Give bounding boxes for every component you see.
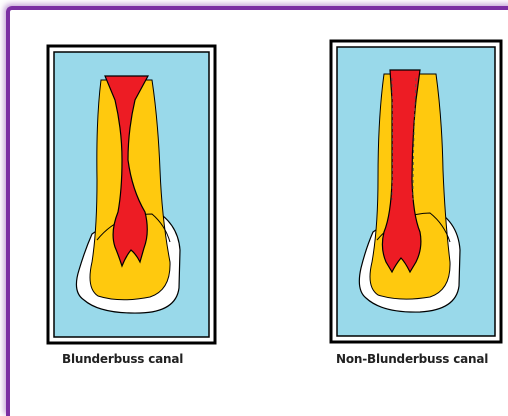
panel-blunderbuss	[48, 46, 215, 343]
panel-non-blunderbuss	[331, 41, 501, 342]
caption-blunderbuss: Blunderbuss canal	[62, 352, 183, 366]
caption-non-blunderbuss: Non-Blunderbuss canal	[336, 352, 488, 366]
